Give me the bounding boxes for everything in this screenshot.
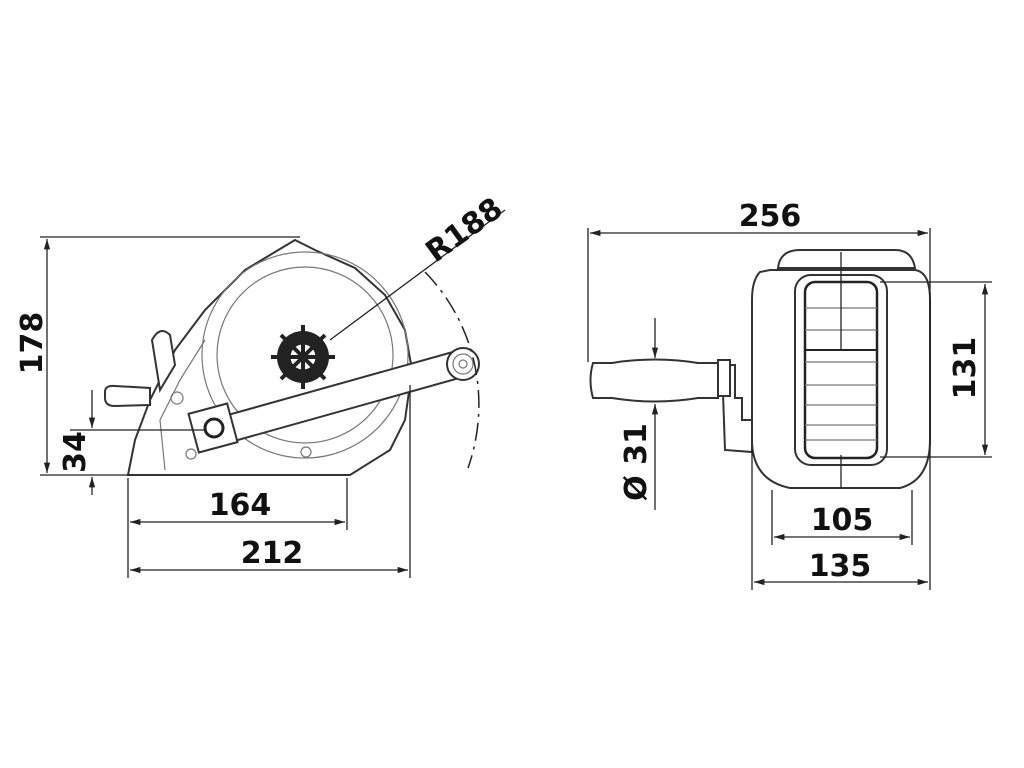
dimension-105: 105 [811, 503, 874, 538]
dimension-34: 34 [58, 431, 93, 473]
gear-icon [271, 325, 335, 389]
dimension-131: 131 [948, 337, 983, 400]
side-view-winch [104, 238, 480, 476]
dimension-diameter-31: Ø 31 [619, 423, 654, 501]
dimension-164: 164 [209, 488, 272, 523]
dimension-135: 135 [809, 549, 872, 584]
front-view-winch [589, 249, 931, 489]
dimension-212: 212 [241, 536, 304, 571]
front-view-dimensions: 256 131 Ø 31 105 135 [587, 199, 992, 590]
dimension-r188: R188 [419, 191, 509, 270]
dimension-178: 178 [15, 312, 50, 375]
dimension-256: 256 [739, 199, 802, 234]
